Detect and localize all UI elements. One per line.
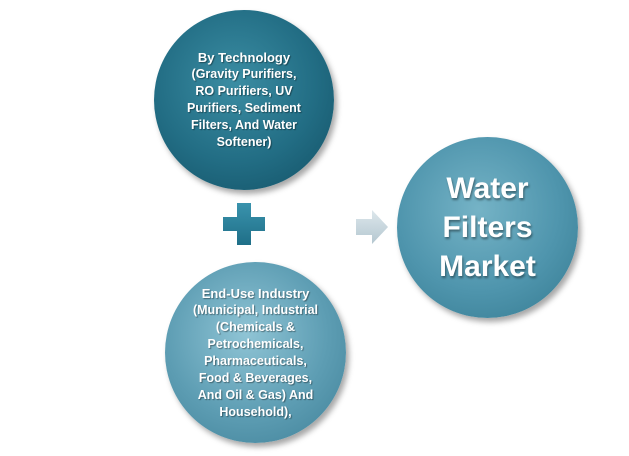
end-use-line: Pharmaceuticals, bbox=[204, 353, 307, 368]
technology-line: Purifiers, Sediment bbox=[187, 101, 301, 115]
technology-circle: By Technology (Gravity Purifiers, RO Pur… bbox=[154, 10, 334, 190]
market-title-line: Water bbox=[446, 172, 529, 205]
technology-line: Filters, And Water bbox=[190, 118, 298, 132]
technology-line: Softener) bbox=[216, 135, 272, 149]
market-circle: Water Filters Market bbox=[397, 137, 578, 318]
end-use-heading: End-Use Industry bbox=[201, 285, 310, 301]
arrow-right-icon bbox=[356, 210, 388, 244]
end-use-line: Household), bbox=[219, 404, 292, 419]
technology-line: (Gravity Purifiers, bbox=[191, 67, 297, 81]
end-use-line: And Oil & Gas) And bbox=[197, 387, 314, 402]
end-use-line: (Chemicals & bbox=[215, 319, 296, 334]
end-use-line: (Municipal, Industrial bbox=[192, 302, 318, 317]
market-title-line: Market bbox=[439, 250, 536, 283]
market-title-line: Filters bbox=[442, 211, 533, 244]
end-use-circle: End-Use Industry (Municipal, Industrial … bbox=[165, 262, 346, 443]
technology-heading: By Technology bbox=[197, 50, 291, 65]
technology-line: RO Purifiers, UV bbox=[195, 84, 293, 98]
plus-icon bbox=[223, 203, 265, 245]
end-use-line: Petrochemicals, bbox=[207, 336, 304, 351]
end-use-line: Food & Beverages, bbox=[198, 370, 313, 385]
